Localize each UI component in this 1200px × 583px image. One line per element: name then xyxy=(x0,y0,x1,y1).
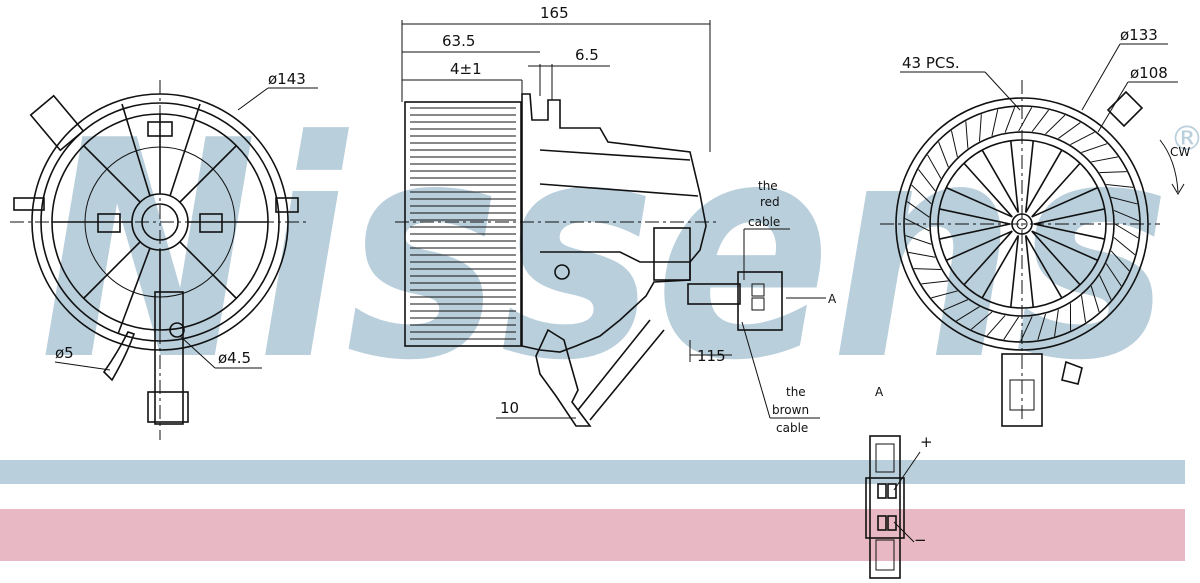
connector-view-a: A + − xyxy=(865,385,933,579)
impeller-blade xyxy=(906,201,930,218)
hub-spoke xyxy=(1031,162,1099,218)
brown-cable-label-3: cable xyxy=(776,421,808,435)
red-cable-label-3: cable xyxy=(748,215,780,229)
impeller-blade xyxy=(991,109,999,137)
impeller-blade xyxy=(911,184,932,205)
dim-outer-diameter-left: ø143 xyxy=(268,70,306,88)
impeller-blade xyxy=(1070,131,1095,146)
dim-outer-diameter-right: ø133 xyxy=(1120,26,1158,44)
dim-inner-diameter-right: ø108 xyxy=(1130,64,1168,82)
dim-connector-gap: 115 xyxy=(697,347,726,365)
dim-blade-count: 43 PCS. xyxy=(902,54,960,72)
red-cable-label-2: red xyxy=(760,195,780,209)
hub-spoke xyxy=(945,162,1013,218)
hub-spoke xyxy=(939,208,1011,240)
impeller-blade xyxy=(1114,223,1139,239)
impeller-blade xyxy=(1090,285,1100,313)
impeller-blade xyxy=(970,311,993,330)
hub-spoke xyxy=(945,230,1013,286)
impeller-blade xyxy=(1099,275,1112,300)
hub-spoke xyxy=(1031,230,1099,286)
hub-spoke xyxy=(981,235,1020,308)
impeller-blade xyxy=(908,251,936,258)
view-marker: A xyxy=(828,292,837,306)
plus-terminal-label: + xyxy=(920,433,933,451)
rear-view-dimensions: 43 PCS. ø133 ø108 CW xyxy=(900,26,1190,195)
side-view-dimensions: 165 63.5 4±1 6.5 10 115 A the red cable … xyxy=(401,4,837,435)
impeller-blade xyxy=(1105,263,1122,287)
impeller-blade xyxy=(1091,156,1118,163)
impeller-blade xyxy=(942,299,969,311)
impeller-blade xyxy=(1054,309,1059,337)
hub-spoke xyxy=(1024,140,1063,213)
impeller-blade xyxy=(978,114,982,142)
impeller-blade xyxy=(1020,316,1033,342)
impeller-blade xyxy=(1110,196,1138,205)
impeller-blade xyxy=(1081,143,1108,153)
impeller-blade xyxy=(921,280,949,285)
dim-flange: 6.5 xyxy=(575,46,599,64)
impeller-blade xyxy=(1031,109,1050,132)
impeller-blade xyxy=(927,154,942,179)
impeller-blade xyxy=(1003,316,1020,340)
view-a-label: A xyxy=(875,385,884,399)
impeller-blade xyxy=(1113,209,1140,222)
rotation-label: CW xyxy=(1170,145,1190,159)
impeller-blade xyxy=(1099,171,1127,174)
pink-band xyxy=(0,509,1185,561)
impeller-blade xyxy=(1045,114,1066,135)
minus-terminal-label: − xyxy=(914,531,927,549)
impeller-blade xyxy=(1113,237,1136,256)
brown-cable-label-2: brown xyxy=(772,403,809,417)
impeller-blade xyxy=(1004,107,1016,133)
impeller-blade xyxy=(938,141,949,168)
impeller-blade xyxy=(913,268,941,271)
impeller-blade xyxy=(956,306,980,322)
impeller-blade xyxy=(1037,313,1047,341)
red-cable-label-1: the xyxy=(758,179,778,193)
front-view-dimensions: ø143 ø5 ø4.5 xyxy=(54,70,318,371)
impeller-blade xyxy=(918,169,936,192)
brown-cable-label-1: the xyxy=(786,385,806,399)
side-view xyxy=(395,64,783,427)
dim-hole-diameter: ø5 xyxy=(55,344,74,362)
impeller-blade xyxy=(950,130,958,158)
impeller-blade xyxy=(1018,107,1033,132)
impeller-blade xyxy=(904,218,930,232)
dim-housing-length: 63.5 xyxy=(442,32,475,50)
dim-overall-length: 165 xyxy=(540,4,569,22)
blue-band xyxy=(0,460,1185,484)
dim-offset: 4±1 xyxy=(450,60,482,78)
impeller-blade xyxy=(1106,184,1134,188)
impeller-blade xyxy=(1110,250,1130,272)
rear-view xyxy=(880,80,1160,427)
impeller-blade xyxy=(931,290,958,299)
dim-pin-diameter: ø4.5 xyxy=(218,349,251,367)
impeller-blade xyxy=(1058,122,1081,139)
registered-mark: ® xyxy=(1170,119,1200,159)
hub-spoke xyxy=(1024,235,1063,308)
hub-spoke xyxy=(1033,208,1105,240)
dim-bracket: 10 xyxy=(500,399,519,417)
impeller-blade xyxy=(1080,295,1087,323)
impeller-blade xyxy=(986,315,1006,337)
hub-spoke xyxy=(981,140,1020,213)
impeller-blade xyxy=(905,235,932,245)
impeller-blade xyxy=(965,121,969,149)
front-view xyxy=(10,80,310,440)
